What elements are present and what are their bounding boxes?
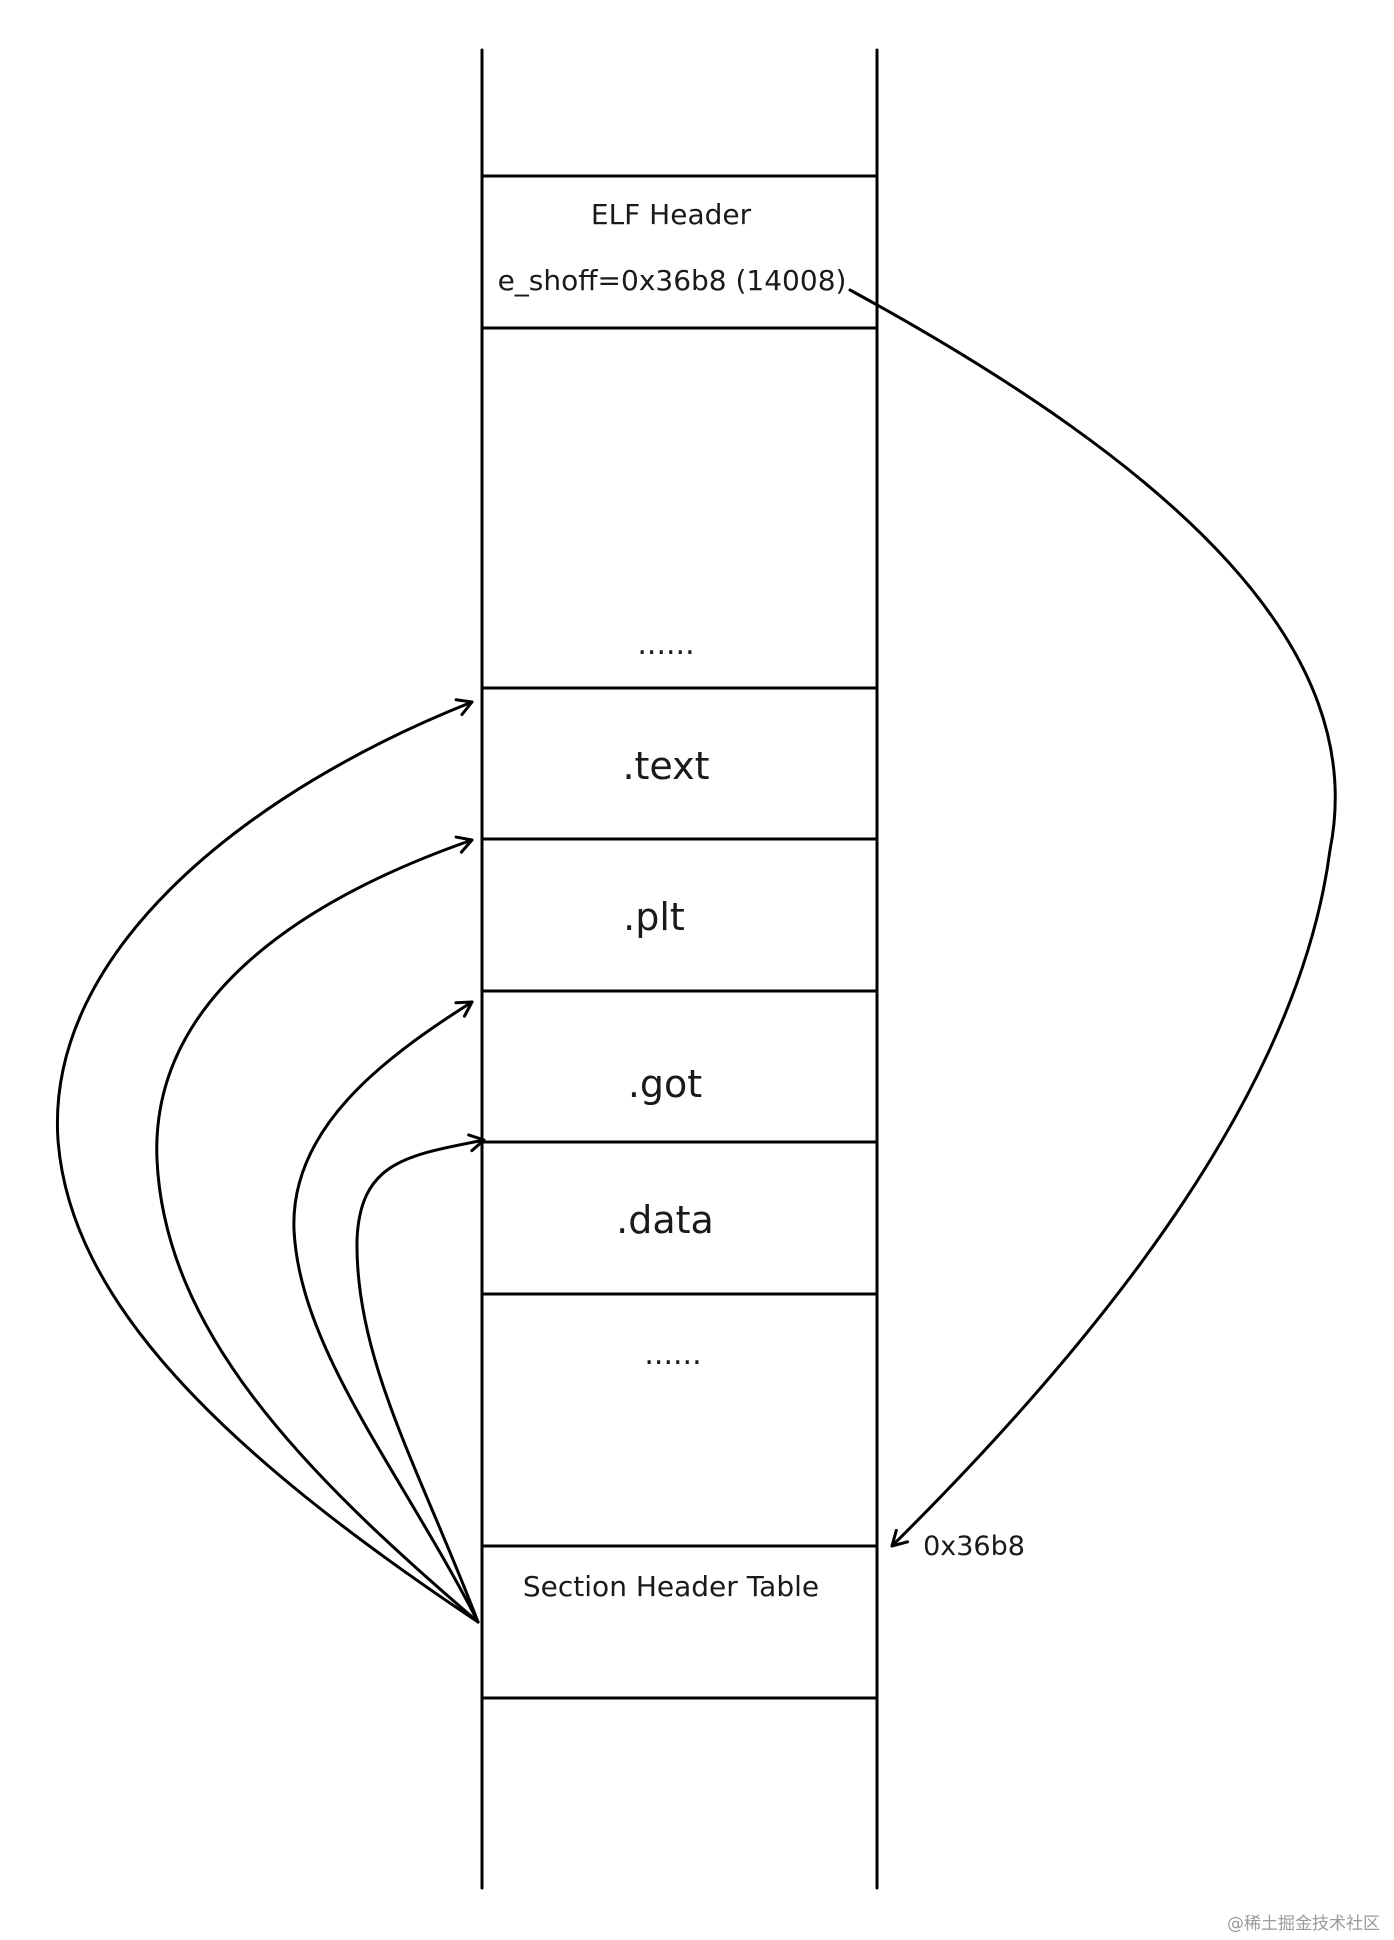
elf-header-title: ELF Header — [591, 198, 752, 231]
sht-to-plt-arrow — [155, 835, 480, 1624]
sht-to-got-arrow — [292, 1000, 480, 1624]
ellipsis-top: ...... — [637, 627, 694, 662]
e-shoff-field: e_shoff=0x36b8 (14008) — [498, 264, 847, 297]
watermark: @稀土掘金技术社区 — [1227, 1914, 1380, 1934]
sht-to-data-arrow — [355, 1133, 486, 1624]
e-shoff-arrow — [848, 288, 1337, 1548]
section-label-data: .data — [616, 1198, 714, 1242]
section-label-got: .got — [628, 1062, 702, 1106]
section-label-plt: .plt — [623, 895, 685, 939]
section-label-text: .text — [622, 744, 709, 788]
ellipsis-bottom: ...... — [644, 1337, 701, 1372]
offset-label: 0x36b8 — [923, 1531, 1025, 1562]
sht-to-text-arrow — [55, 698, 480, 1624]
section-header-table-label: Section Header Table — [523, 1570, 819, 1603]
